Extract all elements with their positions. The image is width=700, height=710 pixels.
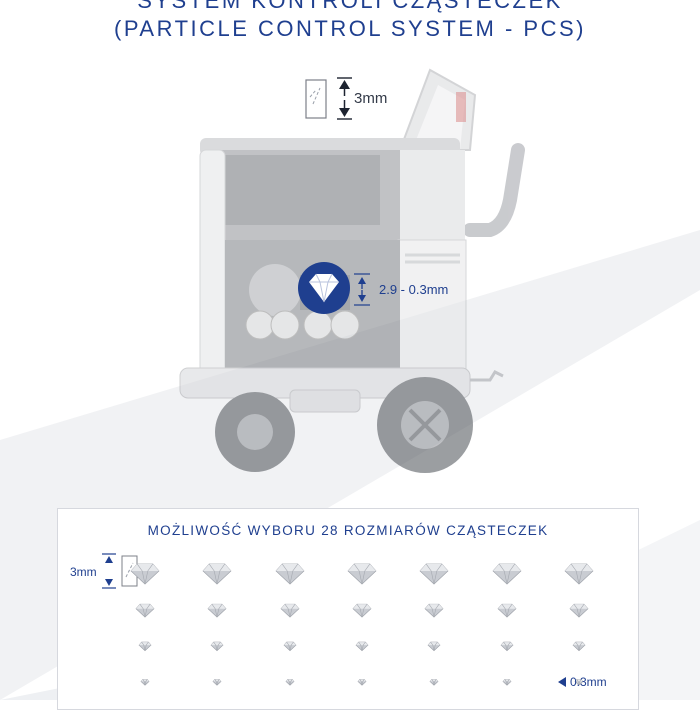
- diamond-icon: [285, 679, 295, 686]
- diamond-icon: [130, 563, 160, 585]
- diamond-icon: [429, 679, 439, 686]
- diamond-icon: [500, 641, 514, 652]
- diamond-icon: [207, 603, 227, 618]
- diamond-icon: [202, 563, 232, 585]
- diamond-icon: [283, 641, 297, 652]
- diamond-icon: [275, 563, 305, 585]
- nozzle-icon: [305, 79, 327, 119]
- pcs-range-arrows: [354, 273, 370, 306]
- particle-size-panel: MOŻLIWOŚĆ WYBORU 28 ROZMIARÓW CZĄSTECZEK…: [57, 508, 639, 710]
- page-title-line2: (PARTICLE CONTROL SYSTEM - PCS): [114, 16, 586, 41]
- diamond-icon: [135, 603, 155, 618]
- diamond-icon: [419, 563, 449, 585]
- diamond-icon: [569, 603, 589, 618]
- page-title-line1: SYSTEM KONTROLI CZĄSTECZEK: [137, 0, 563, 13]
- pcs-range-label: 2.9 - 0.3mm: [379, 282, 449, 297]
- pcs-diamond-badge: [298, 262, 350, 314]
- max-size-indicator: [102, 553, 138, 589]
- arrow-left-icon: [558, 677, 566, 687]
- arrow-up-icon: [337, 77, 352, 96]
- diamond-icon: [357, 679, 367, 686]
- diamond-icon: [355, 641, 369, 652]
- diamond-icon: [564, 563, 594, 585]
- diamond-icon: [572, 641, 586, 652]
- diamond-icon: [574, 679, 584, 686]
- diamond-icon: [492, 563, 522, 585]
- diamond-icon: [138, 641, 152, 652]
- max-size-label: 3mm: [70, 565, 97, 579]
- diamond-icon: [347, 563, 377, 585]
- diamond-icon: [352, 603, 372, 618]
- min-size-label: 0.3mm: [570, 675, 607, 689]
- diamond-icon: [497, 603, 517, 618]
- diamond-icon: [280, 603, 300, 618]
- arrow-down-icon: [337, 100, 352, 120]
- diamond-icon: [502, 679, 512, 686]
- diamond-icon: [424, 603, 444, 618]
- panel-title: MOŻLIWOŚĆ WYBORU 28 ROZMIARÓW CZĄSTECZEK: [147, 523, 549, 538]
- diamond-icon: [212, 679, 222, 686]
- diamond-icon: [140, 679, 150, 686]
- diamond-icon: [427, 641, 441, 652]
- nozzle-size-label: 3mm: [354, 90, 388, 107]
- diamond-icon: [210, 641, 224, 652]
- diamond-grid: [130, 563, 594, 686]
